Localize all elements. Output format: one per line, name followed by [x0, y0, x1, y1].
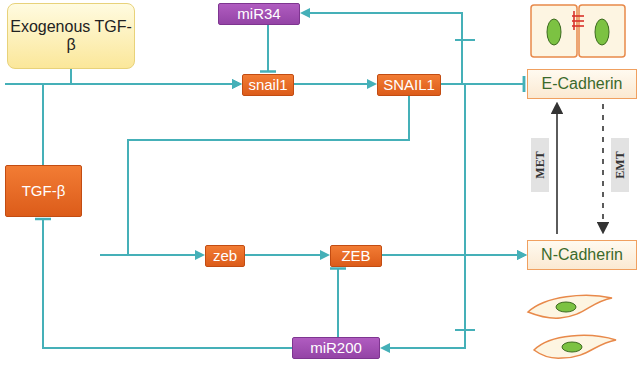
transition-label: MET — [532, 140, 548, 190]
wire-stubs — [5, 40, 475, 330]
node-text: miR200 — [310, 339, 362, 356]
mesenchymal-cells — [528, 295, 616, 358]
node-text: miR34 — [237, 5, 280, 22]
node-text: Exogenous TGF-β — [8, 18, 134, 55]
connector — [380, 255, 465, 353]
node-text: SNAIL1 — [383, 76, 435, 93]
connector — [294, 79, 377, 89]
protein-box: SNAIL1 — [377, 74, 441, 96]
transition-arrows — [531, 104, 629, 234]
gene-box: snail1 — [242, 74, 294, 96]
marker-box: E-Cadherin — [527, 69, 637, 99]
node-text: TGF-β — [22, 182, 66, 199]
node-text: N-Cadherin — [541, 246, 623, 264]
connector — [382, 76, 524, 255]
connector — [43, 79, 242, 165]
protein-box: TGF-β — [5, 165, 82, 217]
node-text: zeb — [213, 247, 237, 264]
connector — [300, 8, 462, 84]
transition-label: EMT — [612, 140, 628, 190]
connector — [35, 219, 292, 348]
node-text: ZEB — [341, 247, 370, 264]
node-text: E-Cadherin — [542, 75, 623, 93]
protein-box: ZEB — [330, 245, 382, 267]
connector — [71, 69, 242, 89]
connector — [330, 269, 346, 338]
connector — [128, 96, 409, 261]
connector — [441, 84, 527, 260]
node-text: snail1 — [248, 76, 287, 93]
gene-box: zeb — [205, 245, 245, 267]
epithelial-cells — [531, 5, 625, 57]
input-box: Exogenous TGF-β — [7, 3, 135, 69]
mirna-box: miR200 — [292, 337, 380, 359]
marker-box: N-Cadherin — [527, 240, 637, 270]
mirna-box: miR34 — [218, 3, 300, 25]
connector — [245, 250, 330, 260]
connector — [260, 25, 276, 72]
